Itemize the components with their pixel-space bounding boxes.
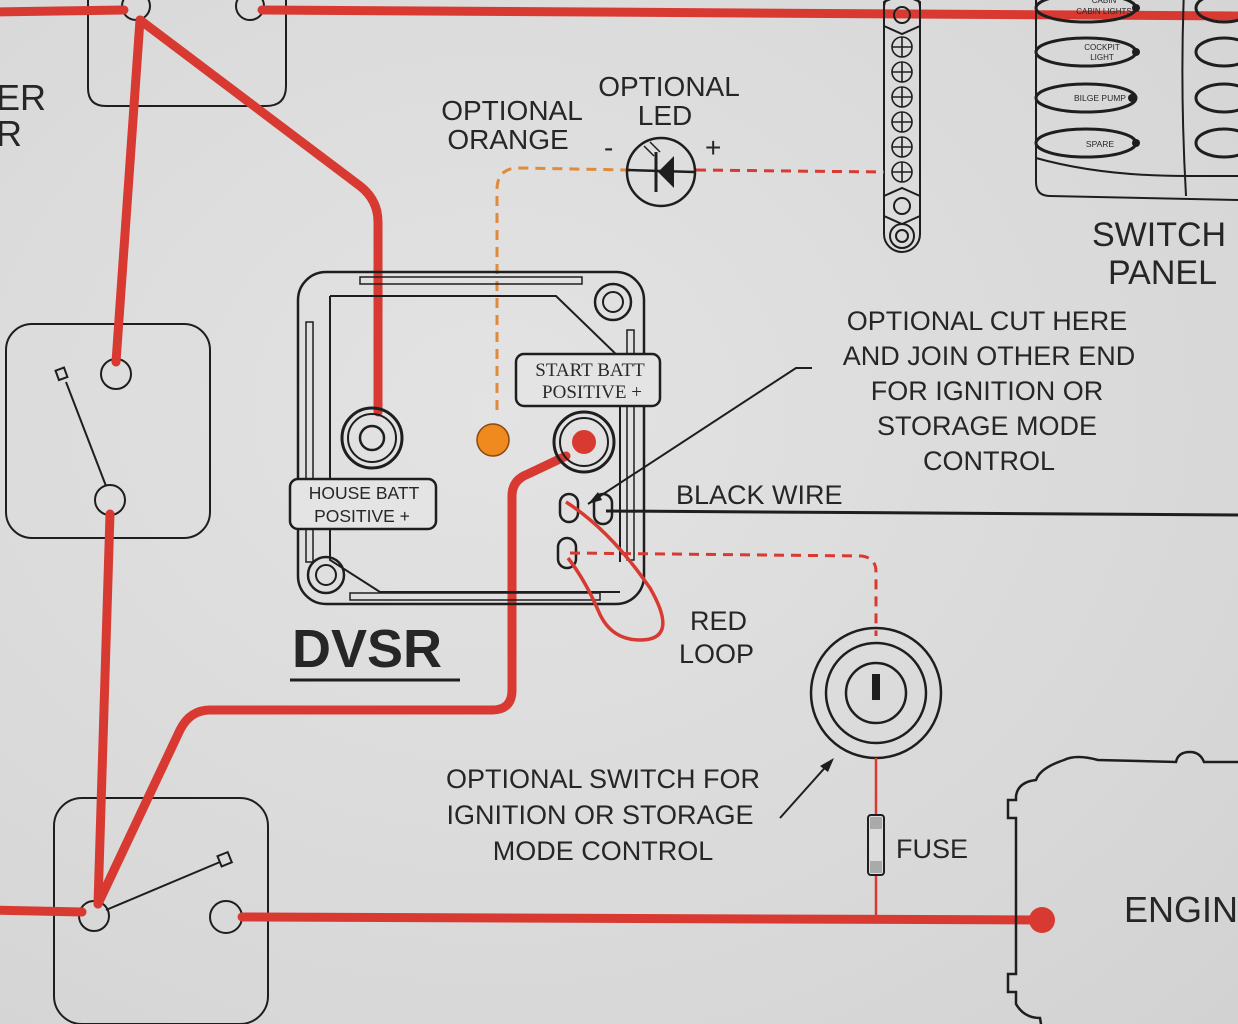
cut-note-line: FOR IGNITION OR xyxy=(871,376,1104,406)
engine-label: ENGIN xyxy=(1124,889,1238,930)
switch-note: OPTIONAL SWITCH FOR IGNITION OR STORAGE … xyxy=(446,764,760,866)
spade-terminal xyxy=(558,492,580,524)
led-plus: + xyxy=(705,132,721,163)
black-wire-label: BLACK WIRE xyxy=(676,480,843,510)
switch-note-line: OPTIONAL SWITCH FOR xyxy=(446,764,760,794)
orange-wire xyxy=(495,166,631,410)
panel-button-spare: SPARE xyxy=(1086,139,1115,149)
panel-button-label: CABIN xyxy=(1092,0,1117,5)
cut-pointer-arrow xyxy=(587,367,812,505)
start-batt-label-box xyxy=(514,352,662,408)
start-batt-label-line1: START BATT xyxy=(535,360,645,381)
house-batt-label-box xyxy=(288,477,438,531)
black-wire xyxy=(605,509,1238,517)
red-loop-label-line2: LOOP xyxy=(679,639,754,669)
cut-note-line: CONTROL xyxy=(923,446,1055,476)
cut-note: OPTIONAL CUT HERE AND JOIN OTHER END FOR… xyxy=(843,306,1136,476)
panel-button-bilge-pump: BILGE PUMP xyxy=(1074,93,1126,103)
red-loop xyxy=(565,500,665,642)
optional-led: - + xyxy=(495,132,885,410)
switch-lever xyxy=(65,381,107,487)
cut-note-line: AND JOIN OTHER END xyxy=(843,341,1136,371)
switch-lever xyxy=(105,861,221,911)
cut-note-line: OPTIONAL CUT HERE xyxy=(847,306,1128,336)
engine-terminal xyxy=(1029,907,1055,933)
fuse-icon xyxy=(867,814,885,876)
switch-panel-title-line1: SWITCH xyxy=(1092,216,1226,254)
switch-note-line: MODE CONTROL xyxy=(493,836,714,866)
mounting-hole xyxy=(593,282,633,322)
orange-terminal xyxy=(476,423,510,457)
mounting-hole xyxy=(306,555,346,595)
switch-terminal xyxy=(209,900,243,934)
house-batt-label-line2: POSITIVE + xyxy=(314,506,410,526)
house-batt-terminal xyxy=(340,406,404,470)
dvsr-unit: START BATT POSITIVE + HOUSE BATT POSITIV… xyxy=(288,270,662,682)
optional-orange-label-line1: OPTIONAL xyxy=(441,95,583,126)
middle-battery-switch xyxy=(5,323,211,539)
dvsr-title: DVSR xyxy=(292,619,442,679)
led-icon xyxy=(625,136,697,208)
fuse-label: FUSE xyxy=(896,834,968,864)
bus-bar xyxy=(883,0,921,253)
engine-outline xyxy=(1006,750,1238,1024)
positive-wires xyxy=(0,5,1238,933)
led-wire xyxy=(695,168,885,174)
optional-orange-label-line2: ORANGE xyxy=(447,124,568,155)
optional-led-label-line1: OPTIONAL xyxy=(598,71,740,102)
bus-bar-screws xyxy=(891,36,913,183)
house-batt-label-line1: HOUSE BATT xyxy=(309,483,420,503)
switch-pointer-arrow xyxy=(779,761,831,819)
key-slot-icon xyxy=(872,674,880,700)
control-wire-dashed xyxy=(569,551,878,636)
led-minus: - xyxy=(604,132,613,163)
ignition-key-switch[interactable] xyxy=(809,626,943,760)
start-batt-terminal xyxy=(552,410,616,474)
left-partial-label-line2: R xyxy=(0,113,22,154)
optional-led-label-line2: LED xyxy=(638,100,692,131)
start-batt-label-line2: POSITIVE + xyxy=(542,382,642,403)
panel-button-cabin-lights: CABIN LIGHTS xyxy=(1076,7,1132,16)
switch-panel-title-line2: PANEL xyxy=(1108,254,1217,292)
cut-note-line: STORAGE MODE xyxy=(877,411,1097,441)
left-partial-label-line1: ER xyxy=(0,77,46,118)
switch-note-line: IGNITION OR STORAGE xyxy=(446,800,753,830)
red-loop-label-line1: RED xyxy=(690,606,747,636)
